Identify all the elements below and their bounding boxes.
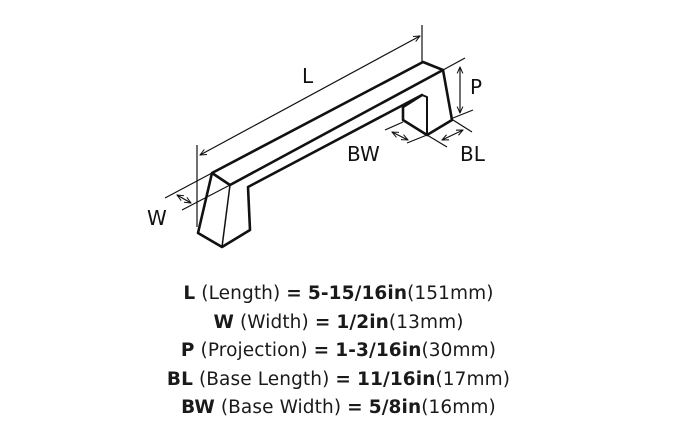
label-p: P xyxy=(470,75,482,99)
spec-length: L (Length) = 5-15/16in(151mm) xyxy=(0,280,677,309)
spec-code: L xyxy=(183,283,196,304)
spec-projection: P (Projection) = 1-3/16in(30mm) xyxy=(0,337,677,366)
spec-metric: (30mm) xyxy=(421,340,497,362)
pull-outline xyxy=(196,60,454,249)
label-bl: BL xyxy=(460,142,486,166)
spec-eq: = xyxy=(347,397,363,419)
specifications-list: L (Length) = 5-15/16in(151mm) W (Width) … xyxy=(0,280,677,423)
spec-metric: (17mm) xyxy=(435,368,511,390)
spec-metric: (13mm) xyxy=(388,311,464,333)
spec-width: W (Width) = 1/2in(13mm) xyxy=(0,309,677,338)
spec-imperial: 1/2in xyxy=(336,311,389,333)
label-l: L xyxy=(302,64,314,88)
spec-eq: = xyxy=(286,283,302,304)
spec-code: BW xyxy=(181,397,215,419)
label-w: W xyxy=(147,206,167,230)
w-arrow xyxy=(177,195,191,203)
bw-arrow xyxy=(392,132,408,140)
spec-imperial: 5-15/16in xyxy=(307,283,408,304)
spec-metric: (16mm) xyxy=(421,397,496,419)
spec-base-width: BW (Base Width) = 5/8in(16mm) xyxy=(0,394,677,423)
dimension-lines xyxy=(164,25,474,227)
l-arrow xyxy=(200,36,420,155)
spec-imperial: 11/16in xyxy=(357,368,436,390)
spec-imperial: 5/8in xyxy=(368,397,422,419)
spec-imperial: 1-3/16in xyxy=(335,340,422,362)
spec-base-length: BL (Base Length) = 11/16in(17mm) xyxy=(0,366,677,395)
label-bw: BW xyxy=(347,142,380,166)
spec-eq: = xyxy=(314,311,331,333)
spec-metric: (151mm) xyxy=(407,283,494,304)
spec-code: P xyxy=(180,340,195,362)
spec-eq: = xyxy=(313,340,330,362)
spec-name: (Width) xyxy=(239,311,309,333)
spec-code: BL xyxy=(166,368,193,390)
spec-eq: = xyxy=(335,368,352,390)
spec-name: (Base Width) xyxy=(220,397,342,419)
spec-name: (Base Length) xyxy=(198,368,330,390)
spec-code: W xyxy=(213,311,234,333)
spec-name: (Projection) xyxy=(200,340,308,362)
bl-arrow xyxy=(442,129,463,141)
spec-name: (Length) xyxy=(201,283,281,304)
